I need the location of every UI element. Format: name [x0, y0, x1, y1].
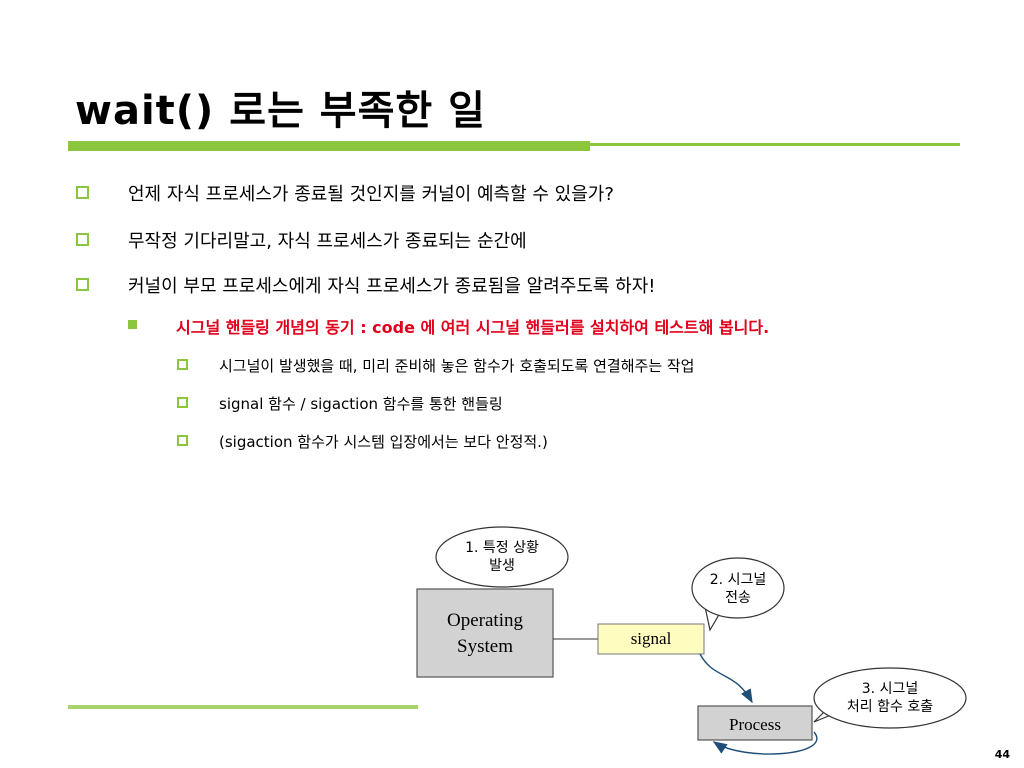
- svg-text:signal: signal: [631, 629, 672, 648]
- square-bullet-icon: [177, 359, 188, 370]
- square-bullet-icon: [76, 186, 89, 199]
- callout-signal-send: 2. 시그널 전송: [691, 557, 785, 632]
- slide-title: wait() 로는 부족한 일: [75, 88, 486, 134]
- handler-loop-arrow: [712, 731, 818, 755]
- callout-handler-call: 3. 시그널 처리 함수 호출: [813, 667, 967, 729]
- svg-text:Operating: Operating: [447, 610, 523, 631]
- process-box: Process: [697, 705, 813, 741]
- svg-text:발생: 발생: [489, 558, 515, 574]
- square-bullet-icon: [177, 435, 188, 446]
- svg-text:1. 특정 상황: 1. 특정 상황: [465, 540, 539, 556]
- filled-square-bullet-icon: [128, 320, 137, 329]
- page-number: 44: [994, 748, 1010, 761]
- svg-text:3. 시그널: 3. 시그널: [862, 681, 918, 697]
- svg-text:처리 함수 호출: 처리 함수 호출: [847, 699, 933, 715]
- square-bullet-icon: [76, 278, 89, 291]
- square-bullet-icon: [177, 397, 188, 408]
- operating-system-box: Operating System: [416, 588, 554, 678]
- svg-text:전송: 전송: [725, 590, 751, 606]
- svg-text:Process: Process: [729, 715, 781, 734]
- svg-text:2. 시그널: 2. 시그널: [710, 572, 766, 588]
- title-underline-light: [590, 143, 960, 146]
- square-bullet-icon: [76, 233, 89, 246]
- footer-rule: [68, 705, 418, 709]
- signal-arrow: [699, 653, 753, 704]
- title-underline-dark: [68, 141, 590, 151]
- signal-diagram: 1. 특정 상황 발생 Operating System 2. 시그널 전송 s…: [416, 526, 967, 755]
- svg-text:System: System: [457, 636, 513, 657]
- signal-box: signal: [597, 623, 705, 655]
